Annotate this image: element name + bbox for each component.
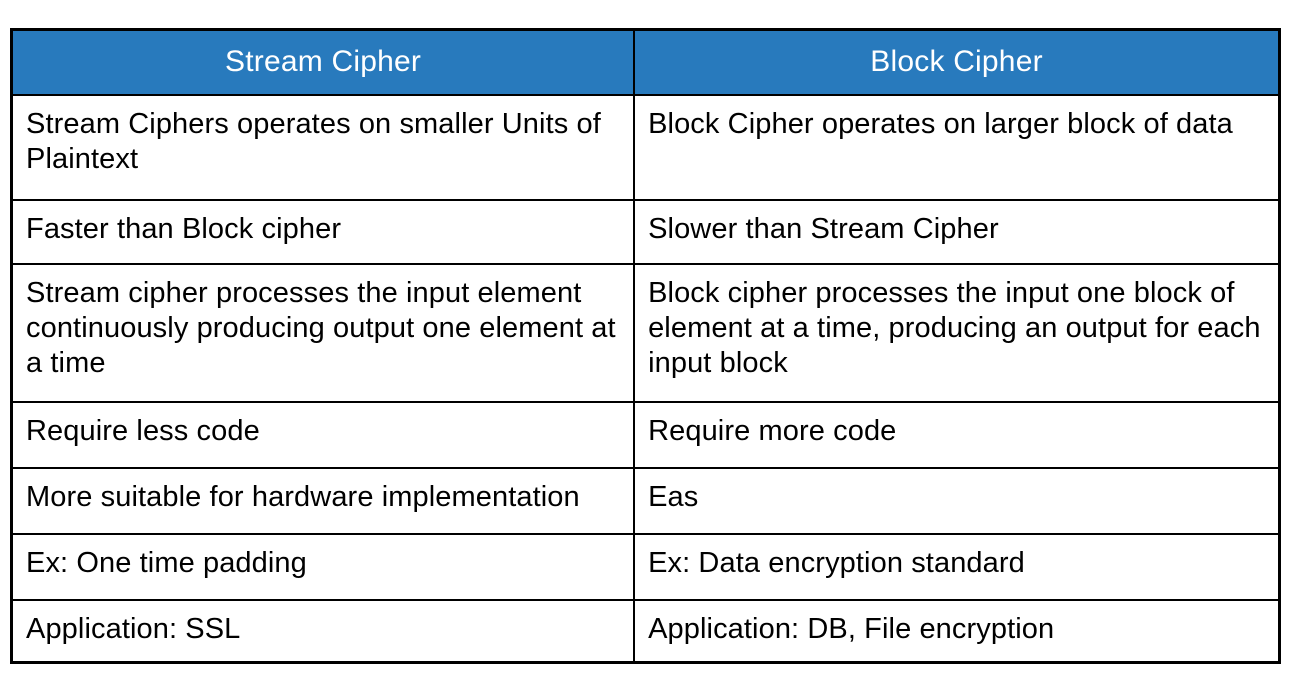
cell-block-processing: Block cipher processes the input one blo…	[633, 262, 1281, 403]
cell-block-example: Ex: Data encryption standard	[633, 532, 1281, 601]
table-row: Ex: One time padding Ex: Data encryption…	[10, 532, 1281, 601]
cell-block-hardware: Eas	[633, 466, 1281, 535]
table-header-row: Stream Cipher Block Cipher	[10, 28, 1281, 96]
cipher-comparison-table: Stream Cipher Block Cipher Stream Cipher…	[10, 28, 1281, 664]
table-row: Stream cipher processes the input elemen…	[10, 262, 1281, 403]
cell-stream-hardware: More suitable for hardware implementatio…	[10, 466, 636, 535]
cell-stream-processing: Stream cipher processes the input elemen…	[10, 262, 636, 403]
table-row: Stream Ciphers operates on smaller Units…	[10, 93, 1281, 201]
cell-stream-speed: Faster than Block cipher	[10, 198, 636, 265]
header-stream-cipher: Stream Cipher	[10, 28, 636, 96]
cell-stream-application: Application: SSL	[10, 598, 636, 664]
cell-block-units: Block Cipher operates on larger block of…	[633, 93, 1281, 201]
table-row: More suitable for hardware implementatio…	[10, 466, 1281, 535]
cell-block-speed: Slower than Stream Cipher	[633, 198, 1281, 265]
cell-block-code: Require more code	[633, 400, 1281, 469]
table-row: Faster than Block cipher Slower than Str…	[10, 198, 1281, 265]
cell-stream-example: Ex: One time padding	[10, 532, 636, 601]
table-row: Require less code Require more code	[10, 400, 1281, 469]
table-row: Application: SSL Application: DB, File e…	[10, 598, 1281, 664]
cell-stream-units: Stream Ciphers operates on smaller Units…	[10, 93, 636, 201]
cell-stream-code: Require less code	[10, 400, 636, 469]
cell-block-application: Application: DB, File encryption	[633, 598, 1281, 664]
header-block-cipher: Block Cipher	[633, 28, 1281, 96]
